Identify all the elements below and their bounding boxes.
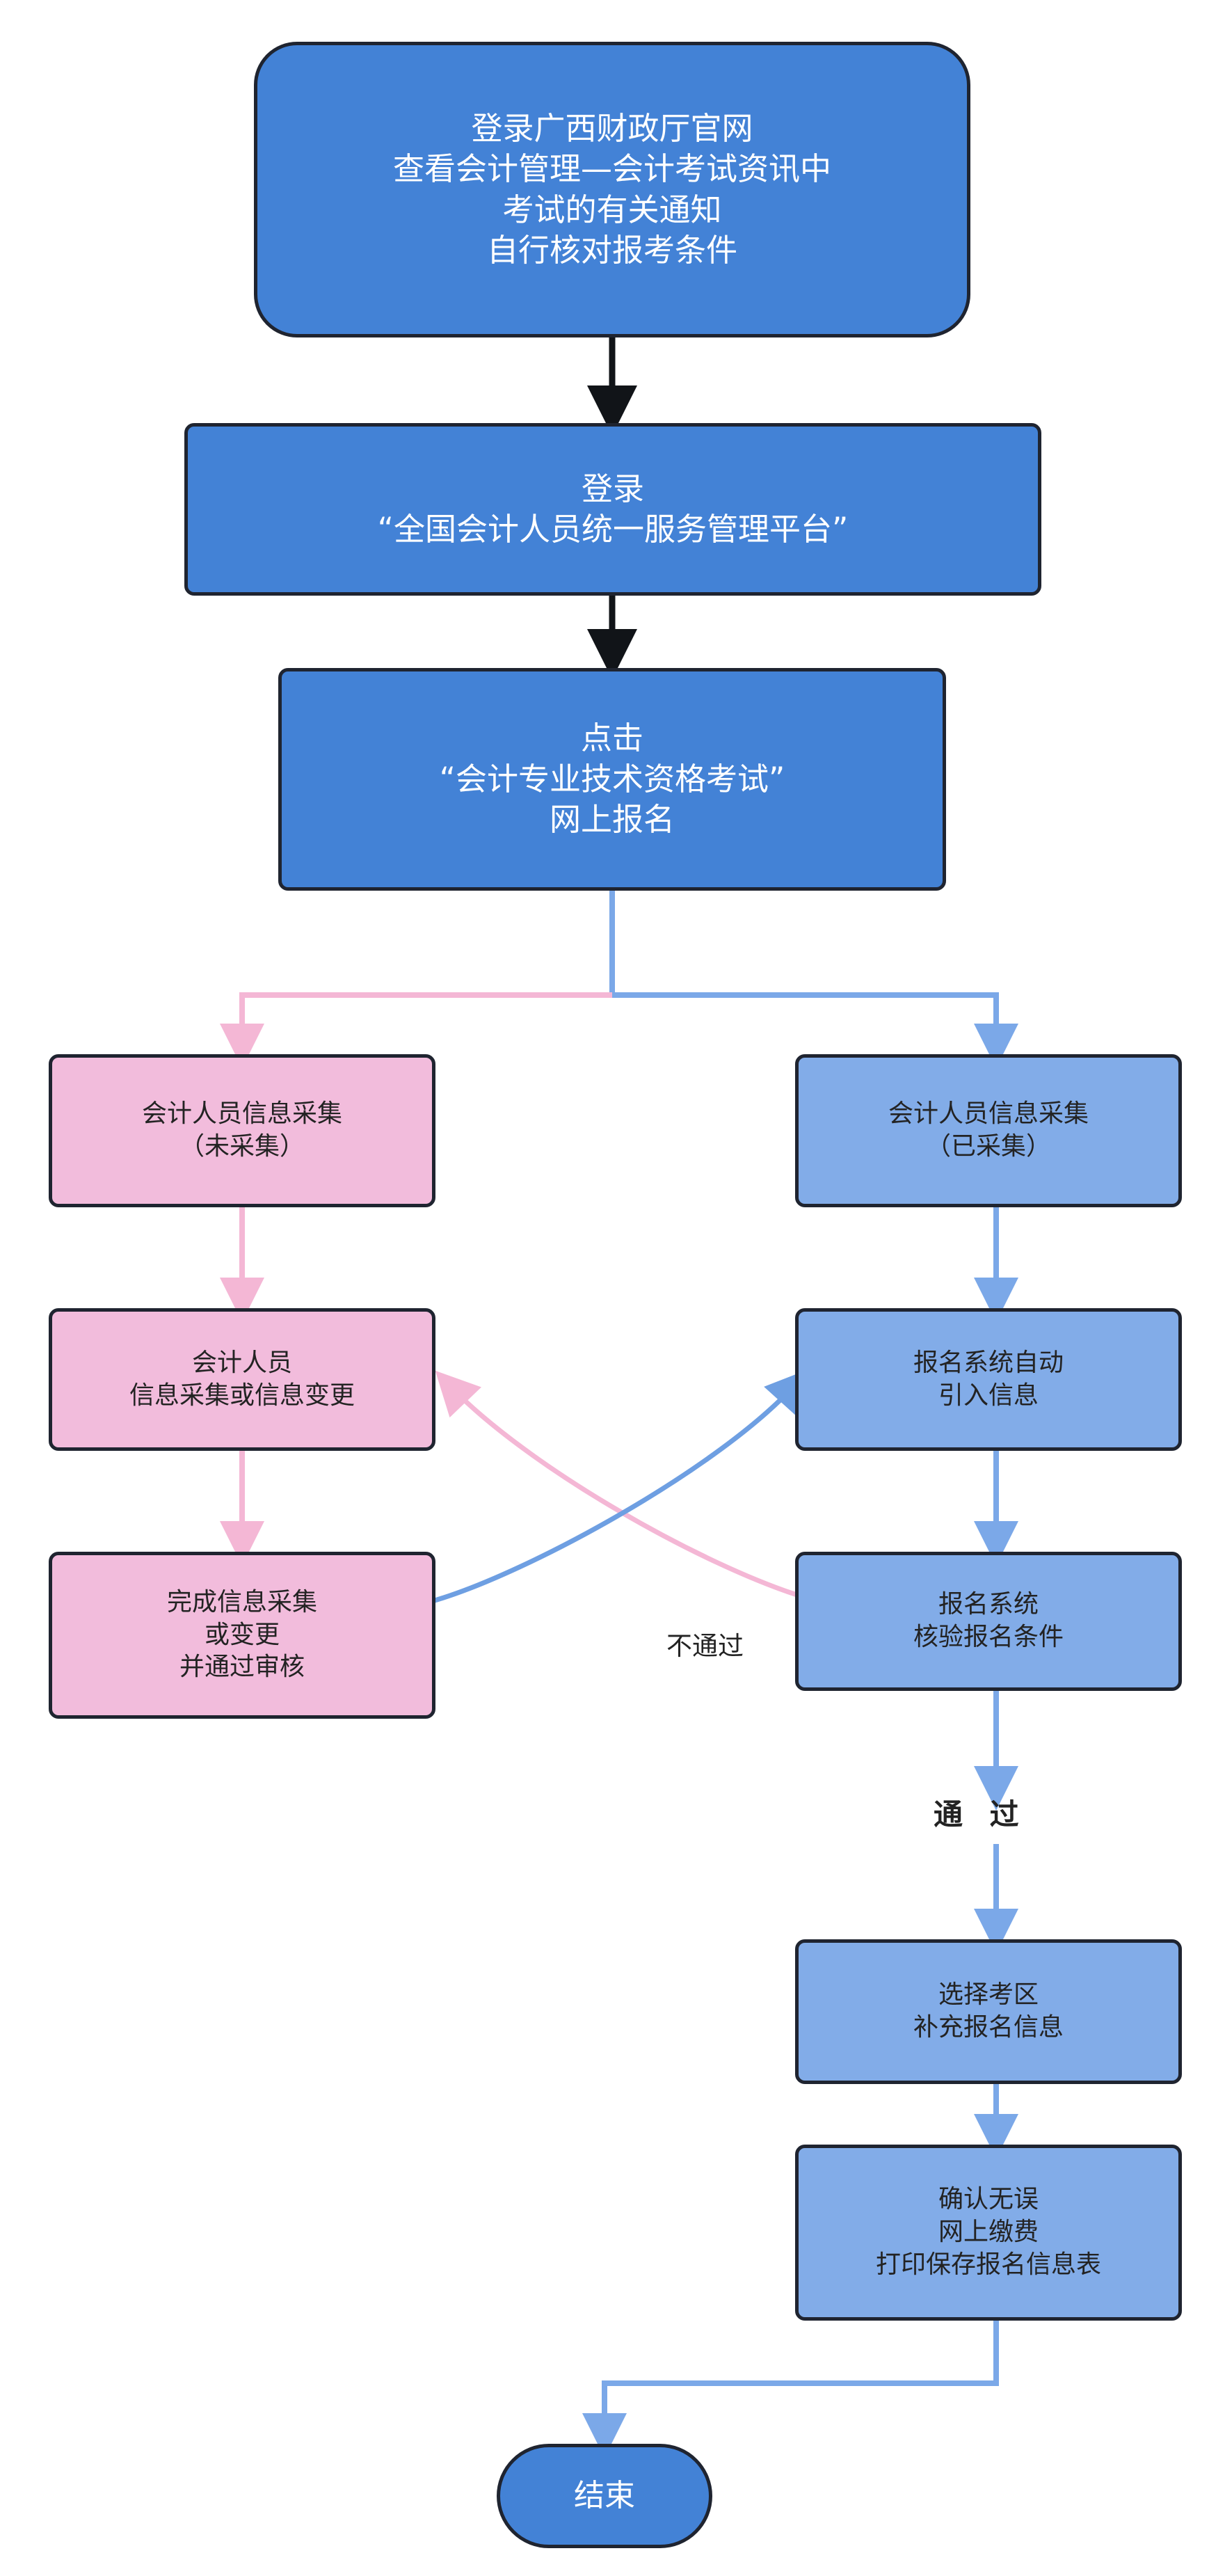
node-collect-or-change[interactable]: 会计人员 信息采集或信息变更 bbox=[49, 1308, 435, 1451]
node-login-platform[interactable]: 登录 “全国会计人员统一服务管理平台” bbox=[184, 423, 1041, 596]
connector-verify-fail-to-change bbox=[435, 1370, 805, 1600]
node-info-collected[interactable]: 会计人员信息采集 （已采集） bbox=[795, 1054, 1182, 1207]
edge-label-fail: 不通过 bbox=[666, 1631, 744, 1661]
node-click-exam[interactable]: 点击 “会计专业技术资格考试” 网上报名 bbox=[278, 668, 946, 891]
edge-label-pass: 通 过 bbox=[934, 1797, 1027, 1831]
node-verify-conditions[interactable]: 报名系统 核验报名条件 bbox=[795, 1552, 1182, 1691]
node-end[interactable]: 结束 bbox=[497, 2444, 712, 2548]
node-finish-collect[interactable]: 完成信息采集 或变更 并通过审核 bbox=[49, 1552, 435, 1719]
node-confirm-pay[interactable]: 确认无误 网上缴费 打印保存报名信息表 bbox=[795, 2145, 1182, 2321]
connector-finish-to-import bbox=[434, 1369, 810, 1603]
connector-confirm-to-end bbox=[582, 2321, 999, 2458]
node-choose-district[interactable]: 选择考区 补充报名信息 bbox=[795, 1939, 1182, 2084]
node-auto-import[interactable]: 报名系统自动 引入信息 bbox=[795, 1308, 1182, 1451]
connector-click-split bbox=[220, 891, 1018, 1068]
node-start[interactable]: 登录广西财政厅官网 查看会计管理—会计考试资讯中 考试的有关通知 自行核对报考条… bbox=[254, 42, 970, 337]
node-info-not-collected[interactable]: 会计人员信息采集 （未采集） bbox=[49, 1054, 435, 1207]
